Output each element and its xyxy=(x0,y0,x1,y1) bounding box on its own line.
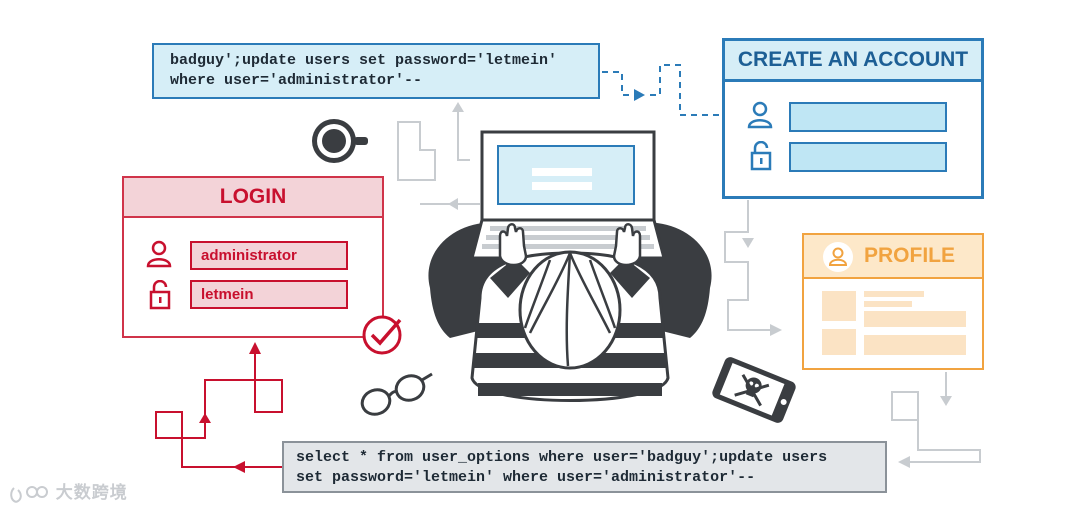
password-field[interactable] xyxy=(789,142,947,172)
sql-payload-line-2: where user='administrator'-- xyxy=(170,72,423,89)
user-icon xyxy=(146,240,172,268)
profile-line-placeholder xyxy=(864,291,924,297)
login-password-field[interactable]: letmein xyxy=(190,280,348,309)
profile-photo-placeholder xyxy=(822,291,856,321)
watermark-text: 大数跨境 xyxy=(55,483,128,502)
profile-block-placeholder xyxy=(864,335,966,355)
profile-title: PROFILE xyxy=(864,244,956,267)
sql-payload-line-1: badguy';update users set password='letme… xyxy=(170,52,558,69)
sql-query-line-2: set password='letmein' where user='admin… xyxy=(296,469,756,486)
watermark: 大数跨境 xyxy=(10,478,128,504)
profile-header: PROFILE xyxy=(804,235,982,279)
lock-icon xyxy=(750,141,772,171)
profile-line-placeholder xyxy=(864,301,912,307)
watermark-logo-icon xyxy=(10,485,48,503)
sql-injection-payload-box: badguy';update users set password='letme… xyxy=(152,43,600,99)
profile-block-placeholder xyxy=(864,311,966,327)
create-account-card: CREATE AN ACCOUNT xyxy=(722,38,984,199)
lock-icon xyxy=(149,280,171,310)
check-circle-icon xyxy=(362,315,402,355)
user-icon xyxy=(823,242,853,272)
create-account-title: CREATE AN ACCOUNT xyxy=(725,41,981,82)
hacker-with-laptop-illustration xyxy=(428,130,712,402)
coffee-cup-icon xyxy=(312,119,368,163)
profile-photo-placeholder xyxy=(822,329,856,355)
user-icon xyxy=(747,101,773,129)
sql-query-box: select * from user_options where user='b… xyxy=(282,441,887,493)
sql-query-line-1: select * from user_options where user='b… xyxy=(296,449,828,466)
profile-card: PROFILE xyxy=(802,233,984,370)
phone-skull-icon xyxy=(712,357,796,423)
login-card: LOGIN administrator letmein xyxy=(122,176,384,338)
glasses-icon xyxy=(360,372,433,416)
login-username-field[interactable]: administrator xyxy=(190,241,348,270)
username-field[interactable] xyxy=(789,102,947,132)
login-title: LOGIN xyxy=(124,178,382,218)
